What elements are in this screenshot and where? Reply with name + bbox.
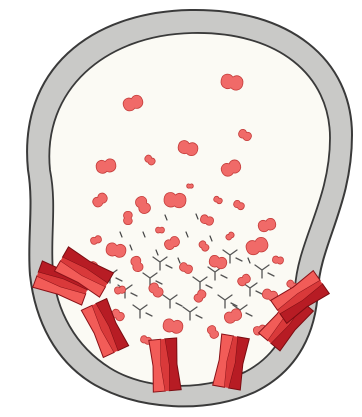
vesicle-38: [187, 184, 194, 188]
vesicle-8: [163, 192, 186, 208]
membrane-channel-4: [149, 338, 181, 392]
vesicle-12: [124, 211, 133, 224]
vesicle-36: [156, 227, 165, 233]
